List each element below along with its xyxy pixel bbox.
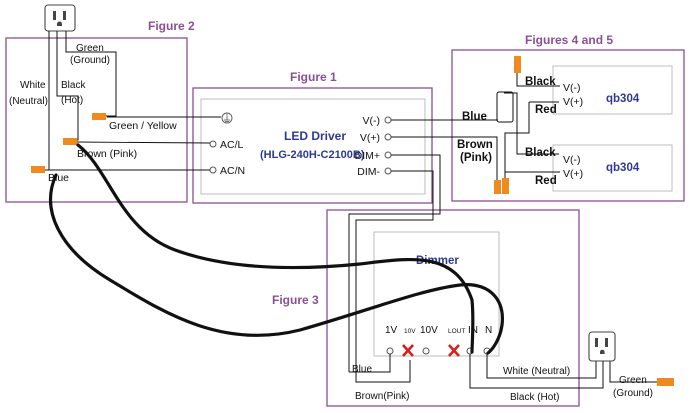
wire-nut-brown: [63, 138, 77, 145]
terminal-acn: [209, 166, 217, 174]
dimmer-box: [373, 231, 500, 357]
dimmer-lout: LOUT: [448, 328, 465, 335]
label-vplus: V(+): [360, 132, 380, 144]
wire-nut-blue: [31, 166, 45, 173]
outlet-right: [588, 331, 616, 362]
qb-bottom-vplus: V(+): [563, 168, 583, 180]
label-acn: AC/N: [220, 165, 245, 177]
figure45-title: Figures 4 and 5: [525, 33, 613, 47]
label-dimplus: DIM+: [355, 150, 380, 162]
fig45-black-top: Black: [525, 76, 556, 88]
outlet-top: [44, 4, 76, 32]
figure1-title: Figure 1: [290, 70, 337, 84]
figure1-frame: [192, 87, 433, 204]
fig45-black-bottom: Black: [525, 147, 556, 159]
hand-drawn-neutral-wire: [49, 173, 504, 355]
fig45-pink: (Pink): [460, 152, 492, 164]
wire-nut-green-right: [657, 378, 674, 386]
figure2-frame: [5, 37, 188, 203]
wire-nut-brown-right: [502, 178, 509, 194]
qb-top-vminus: V(-): [563, 82, 581, 94]
dimmer-terminal-1v: [386, 347, 394, 355]
wire-nut-green-yellow: [92, 113, 106, 120]
label-acl: AC/L: [220, 139, 244, 151]
label-hot: (Hot): [61, 95, 83, 106]
fig3-black-hot: Black (Hot): [510, 392, 559, 403]
figure2-title: Figure 2: [148, 19, 195, 33]
qb304-top-label: qb304: [606, 93, 640, 105]
dimmer-n: N: [485, 325, 492, 336]
terminal-dimplus: [384, 151, 392, 159]
qb-top-vplus: V(+): [563, 96, 583, 108]
dimmer-1v: 1V: [385, 325, 398, 336]
qb304-module-top: [552, 65, 673, 115]
fig45-blue: Blue: [462, 111, 487, 123]
label-white: White: [20, 80, 46, 91]
fig45-brown: Brown: [457, 139, 493, 151]
terminal-acl: [209, 140, 217, 148]
qb-bottom-vminus: V(-): [563, 154, 581, 166]
dimmer-title: Dimmer: [416, 255, 459, 267]
hand-drawn-hot-wire: [76, 143, 475, 354]
dimmer-10v-small: 10V: [404, 328, 416, 335]
dimmer-terminal-10v: [422, 347, 430, 355]
fig3-brown-pink: Brown(Pink): [355, 391, 409, 402]
x-mark-10v: [402, 344, 414, 357]
terminal-vminus: [384, 116, 392, 124]
figure3-title: Figure 3: [272, 293, 319, 307]
label-neutral: (Neutral): [9, 96, 48, 107]
label-vminus: V(-): [363, 115, 381, 127]
label-green-yellow: Green / Yellow: [109, 120, 177, 132]
qb304-bottom-label: qb304: [606, 162, 640, 174]
wire-nut-black-top: [514, 56, 521, 73]
fig3-green: Green: [619, 375, 647, 386]
wire-nut-brown-left: [494, 180, 501, 194]
label-dimminus: DIM-: [357, 166, 380, 178]
label-black: Black: [61, 80, 86, 91]
dimmer-10v: 10V: [420, 325, 438, 336]
figure45-frame: [451, 49, 685, 202]
led-driver-title: LED Driver: [284, 129, 346, 143]
figure3-frame: [326, 209, 580, 407]
terminal-vplus: [384, 133, 392, 141]
fig45-red-top: Red: [535, 104, 557, 116]
label-blue: Blue: [48, 172, 69, 184]
fig3-blue: Blue: [352, 364, 372, 375]
fig3-white-neutral: White (Neutral): [503, 366, 570, 377]
ground-terminal-symbol: [221, 112, 233, 124]
label-ground: (Ground): [70, 55, 110, 66]
terminal-dimminus: [384, 167, 392, 175]
fig45-red-bottom: Red: [535, 175, 557, 187]
qb304-module-bottom: [552, 144, 673, 192]
label-green: Green: [76, 43, 104, 54]
led-driver-box: [200, 98, 426, 195]
fig3-ground: (Ground): [613, 388, 653, 399]
led-driver-model: (HLG-240H-C2100B): [260, 149, 365, 161]
x-mark-lout: [448, 344, 460, 357]
